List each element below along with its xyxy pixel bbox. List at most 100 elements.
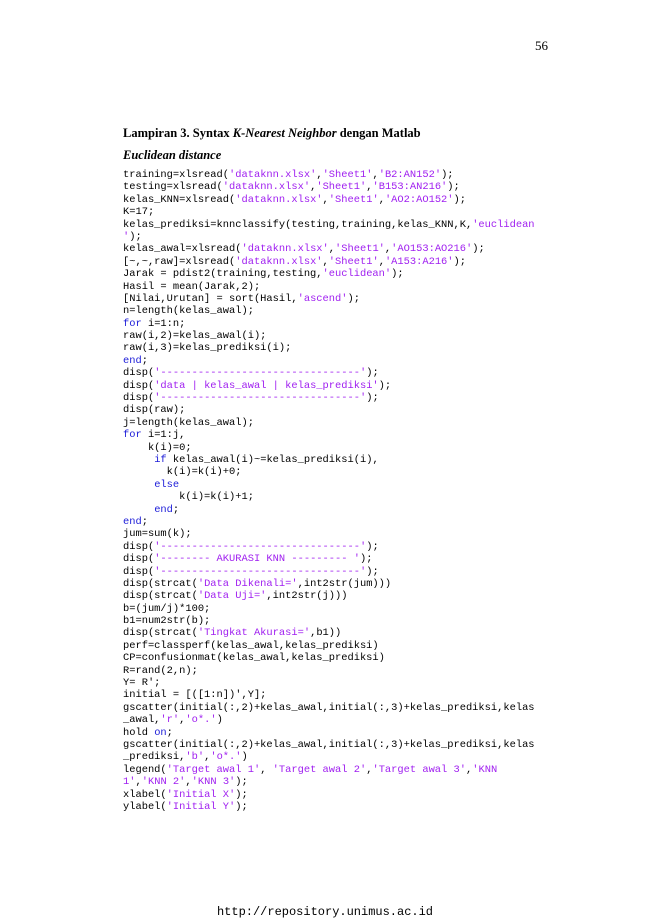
code-text: raw(i,3)=kelas_prediksi(i); <box>123 342 292 355</box>
code-line: gscatter(initial(:,2)+kelas_awal,initial… <box>123 739 563 751</box>
code-string: 'KNN 2' <box>141 776 186 789</box>
code-line: Hasil = mean(Jarak,2); <box>123 281 563 293</box>
code-text: _awal, <box>123 714 161 727</box>
code-text: b=(jum/j)*100; <box>123 602 211 615</box>
code-text: , <box>260 763 273 776</box>
code-line: disp(strcat('Data Dikenali=',int2str(jum… <box>123 578 563 590</box>
code-text: legend( <box>123 763 167 776</box>
code-text: ); <box>235 800 248 813</box>
code-text: , <box>378 193 385 206</box>
code-string: 'ascend' <box>297 292 348 305</box>
code-string: 'Target awal 2' <box>272 763 367 776</box>
code-text: disp( <box>123 379 155 392</box>
code-text: CP=confusionmat(kelas_awal,kelas_prediks… <box>123 652 385 665</box>
code-text: ); <box>129 230 142 243</box>
code-text: kelas_awal(i)~=kelas_prediksi(i), <box>166 453 379 466</box>
code-text: , <box>310 181 317 194</box>
code-text: ); <box>447 181 460 194</box>
code-text: disp( <box>123 565 155 578</box>
code-string: '-------- AKURASI KNN --------- ' <box>154 553 360 566</box>
code-string: 'Target awal 1' <box>166 763 261 776</box>
code-string: 'euclidean <box>472 218 535 231</box>
code-text: , <box>372 169 379 181</box>
code-keyword: end <box>154 503 173 516</box>
code-string: 'Data Dikenali=' <box>197 577 298 590</box>
code-line: disp(strcat('Tingkat Akurasi=',b1)) <box>123 627 563 639</box>
code-string: 'r' <box>160 714 180 727</box>
code-string: 'Initial Y' <box>166 800 236 813</box>
code-line: end; <box>123 516 563 528</box>
code-text: perf=classperf(kelas_awal,kelas_prediksi… <box>123 639 379 652</box>
code-line: k(i)=k(i)+1; <box>123 491 563 503</box>
code-text: ; <box>172 503 180 516</box>
code-text: ); <box>378 379 392 392</box>
code-string: 'o*.' <box>210 751 242 764</box>
code-string: 'KNN <box>472 763 498 776</box>
code-text: gscatter(initial(:,2)+kelas_awal,initial… <box>123 738 535 751</box>
code-text: ,int2str(jum))) <box>297 577 392 590</box>
code-text: ; <box>141 354 148 367</box>
code-text: k(i)=0; <box>123 441 192 454</box>
code-line: R=rand(2,n); <box>123 665 563 677</box>
code-line: hold on; <box>123 727 563 739</box>
code-line: gscatter(initial(:,2)+kelas_awal,initial… <box>123 702 563 714</box>
code-text: _prediksi, <box>123 751 186 764</box>
code-line: for i=1:j, <box>123 429 563 441</box>
code-keyword: on <box>154 726 167 739</box>
code-text: disp( <box>123 367 155 380</box>
code-line: _prediksi,'b','o*.') <box>123 751 563 763</box>
code-line: for i=1:n; <box>123 318 563 330</box>
code-text: ,int2str(j))) <box>266 590 348 603</box>
code-line: '); <box>123 231 563 243</box>
code-text: ylabel( <box>123 800 167 813</box>
code-string: 'AO153:AO216' <box>391 243 473 256</box>
code-text: testing=xlsread( <box>123 181 223 194</box>
code-line: disp('-------- AKURASI KNN --------- '); <box>123 553 563 565</box>
code-text: kelas_awal=xlsread( <box>123 243 242 256</box>
section-heading: Lampiran 3. Syntax K-Nearest Neighbor de… <box>123 126 421 141</box>
code-text: , <box>378 255 385 268</box>
code-text: disp( <box>123 540 155 553</box>
code-text: k(i)=k(i)+1; <box>123 491 254 504</box>
code-line: end; <box>123 355 563 367</box>
code-text: kelas_KNN=xlsread( <box>123 193 236 206</box>
code-text: disp(strcat( <box>123 577 198 590</box>
code-line: xlabel('Initial X'); <box>123 789 563 801</box>
code-line: kelas_KNN=xlsread('dataknn.xlsx','Sheet1… <box>123 194 563 206</box>
code-line: raw(i,2)=kelas_awal(i); <box>123 330 563 342</box>
code-text: j=length(kelas_awal); <box>123 416 254 429</box>
code-text: hold <box>123 726 155 739</box>
code-line: Jarak = pdist2(training,testing,'euclide… <box>123 268 563 280</box>
code-text: disp(raw); <box>123 404 186 417</box>
code-text: b1=num2str(b); <box>123 615 211 628</box>
code-line: [~,~,raw]=xlsread('dataknn.xlsx','Sheet1… <box>123 256 563 268</box>
code-text: ); <box>359 553 373 566</box>
code-line: Y= R'; <box>123 677 563 689</box>
code-line: kelas_awal=xlsread('dataknn.xlsx','Sheet… <box>123 243 563 255</box>
code-line: disp('--------------------------------')… <box>123 541 563 553</box>
code-line: testing=xlsread('dataknn.xlsx','Sheet1',… <box>123 181 563 193</box>
code-text: disp(strcat( <box>123 590 198 603</box>
code-string: '--------------------------------' <box>154 540 367 553</box>
code-text: xlabel( <box>123 788 167 801</box>
code-text: initial = [([1:n])',Y]; <box>123 689 267 702</box>
code-text: , <box>185 776 192 789</box>
code-line: disp(strcat('Data Uji=',int2str(j))) <box>123 590 563 602</box>
code-string: 'dataknn.xlsx' <box>241 243 329 256</box>
code-string: 'Sheet1' <box>335 243 385 256</box>
code-text: training=xlsread( <box>123 169 230 181</box>
code-string: 'b' <box>185 751 205 764</box>
code-text: , <box>322 193 329 206</box>
code-keyword: for <box>123 317 142 330</box>
code-string: 'Sheet1' <box>316 181 367 194</box>
code-text: , <box>328 243 336 256</box>
heading-prefix: Lampiran 3. Syntax <box>123 126 233 140</box>
code-keyword: end <box>123 354 142 367</box>
code-line: [Nilai,Urutan] = sort(Hasil,'ascend'); <box>123 293 563 305</box>
code-line: _awal,'r','o*.') <box>123 714 563 726</box>
code-string: 'Sheet1' <box>322 169 373 181</box>
code-text: Jarak = pdist2(training,testing, <box>123 268 323 281</box>
page-number: 56 <box>535 38 548 53</box>
code-string: 'A153:A216' <box>384 255 454 268</box>
code-text: jum=sum(k); <box>123 528 192 541</box>
